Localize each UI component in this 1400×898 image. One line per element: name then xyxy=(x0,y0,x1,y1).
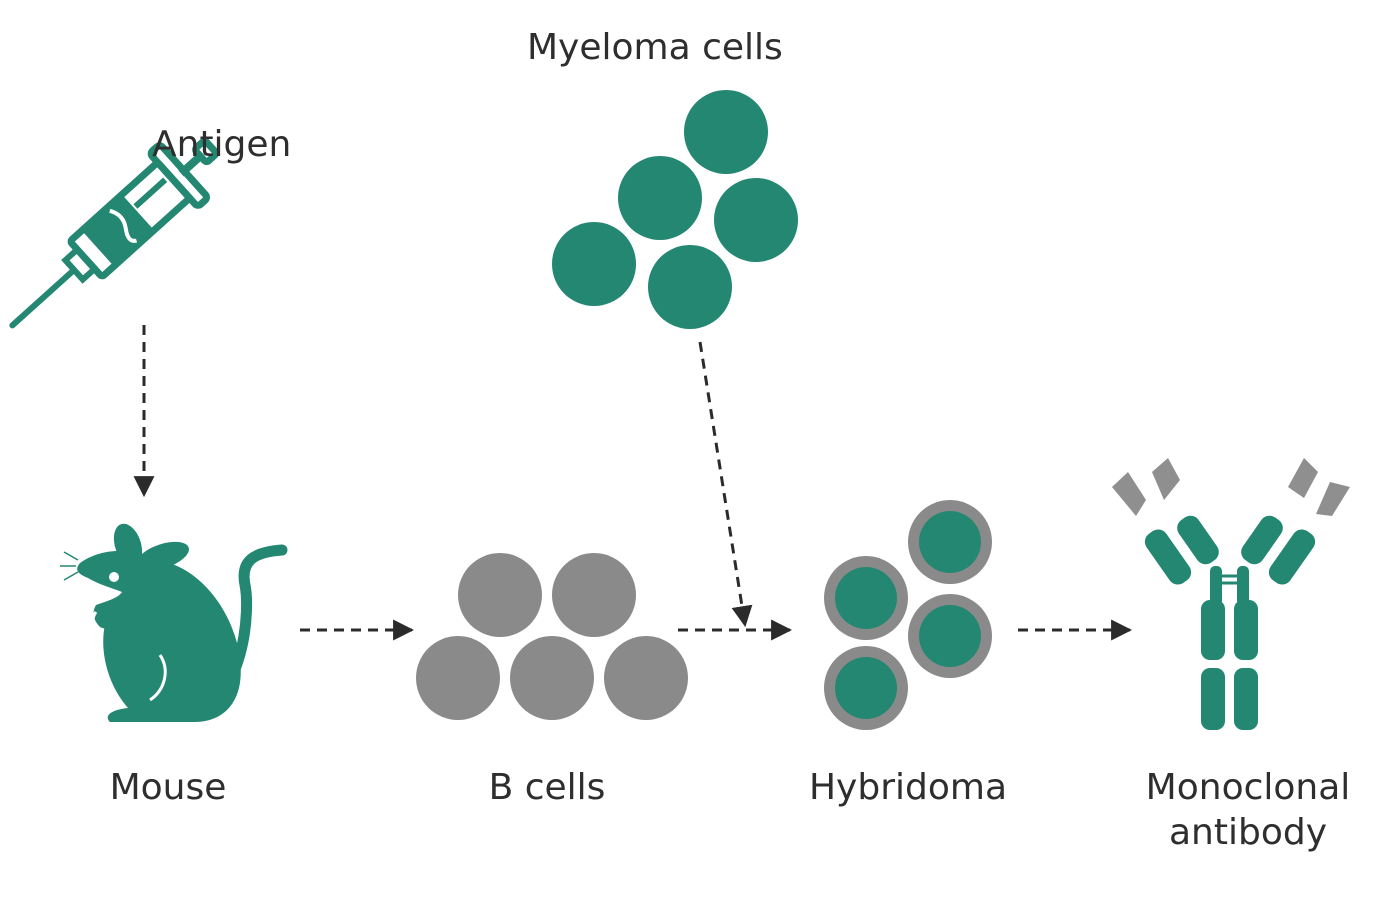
myeloma-cells xyxy=(552,90,798,329)
antibody-label-line2: antibody xyxy=(1168,812,1328,853)
b-cell xyxy=(458,553,542,637)
b-cell xyxy=(510,636,594,720)
antibody-icon xyxy=(1112,458,1350,730)
myeloma-cell xyxy=(648,245,732,329)
myeloma-cell xyxy=(714,178,798,262)
hybridoma-cell xyxy=(824,556,908,640)
arrow-myeloma-to-hybridoma xyxy=(698,341,753,628)
hybridoma-cell xyxy=(824,646,908,730)
hybridoma-cell xyxy=(908,500,992,584)
b-cell xyxy=(552,553,636,637)
antibody-label: Monoclonal antibody xyxy=(1108,765,1388,855)
myeloma-cell xyxy=(618,156,702,240)
hybridoma-label: Hybridoma xyxy=(808,767,1008,808)
myeloma-cell xyxy=(684,90,768,174)
arrows xyxy=(133,325,1133,641)
hybridoma-cells xyxy=(824,500,992,730)
b-cells xyxy=(416,553,688,720)
antibody-label-line1: Monoclonal xyxy=(1145,767,1351,808)
antigen-label: Antigen xyxy=(152,124,292,165)
bcells-label: B cells xyxy=(488,767,606,808)
b-cell xyxy=(604,636,688,720)
myeloma-cell xyxy=(552,222,636,306)
b-cell xyxy=(416,636,500,720)
mouse-label: Mouse xyxy=(109,767,227,808)
myeloma-label: Myeloma cells xyxy=(527,27,783,68)
hybridoma-cell xyxy=(908,594,992,678)
mouse-icon xyxy=(60,523,288,722)
syringe-icon xyxy=(9,137,220,329)
